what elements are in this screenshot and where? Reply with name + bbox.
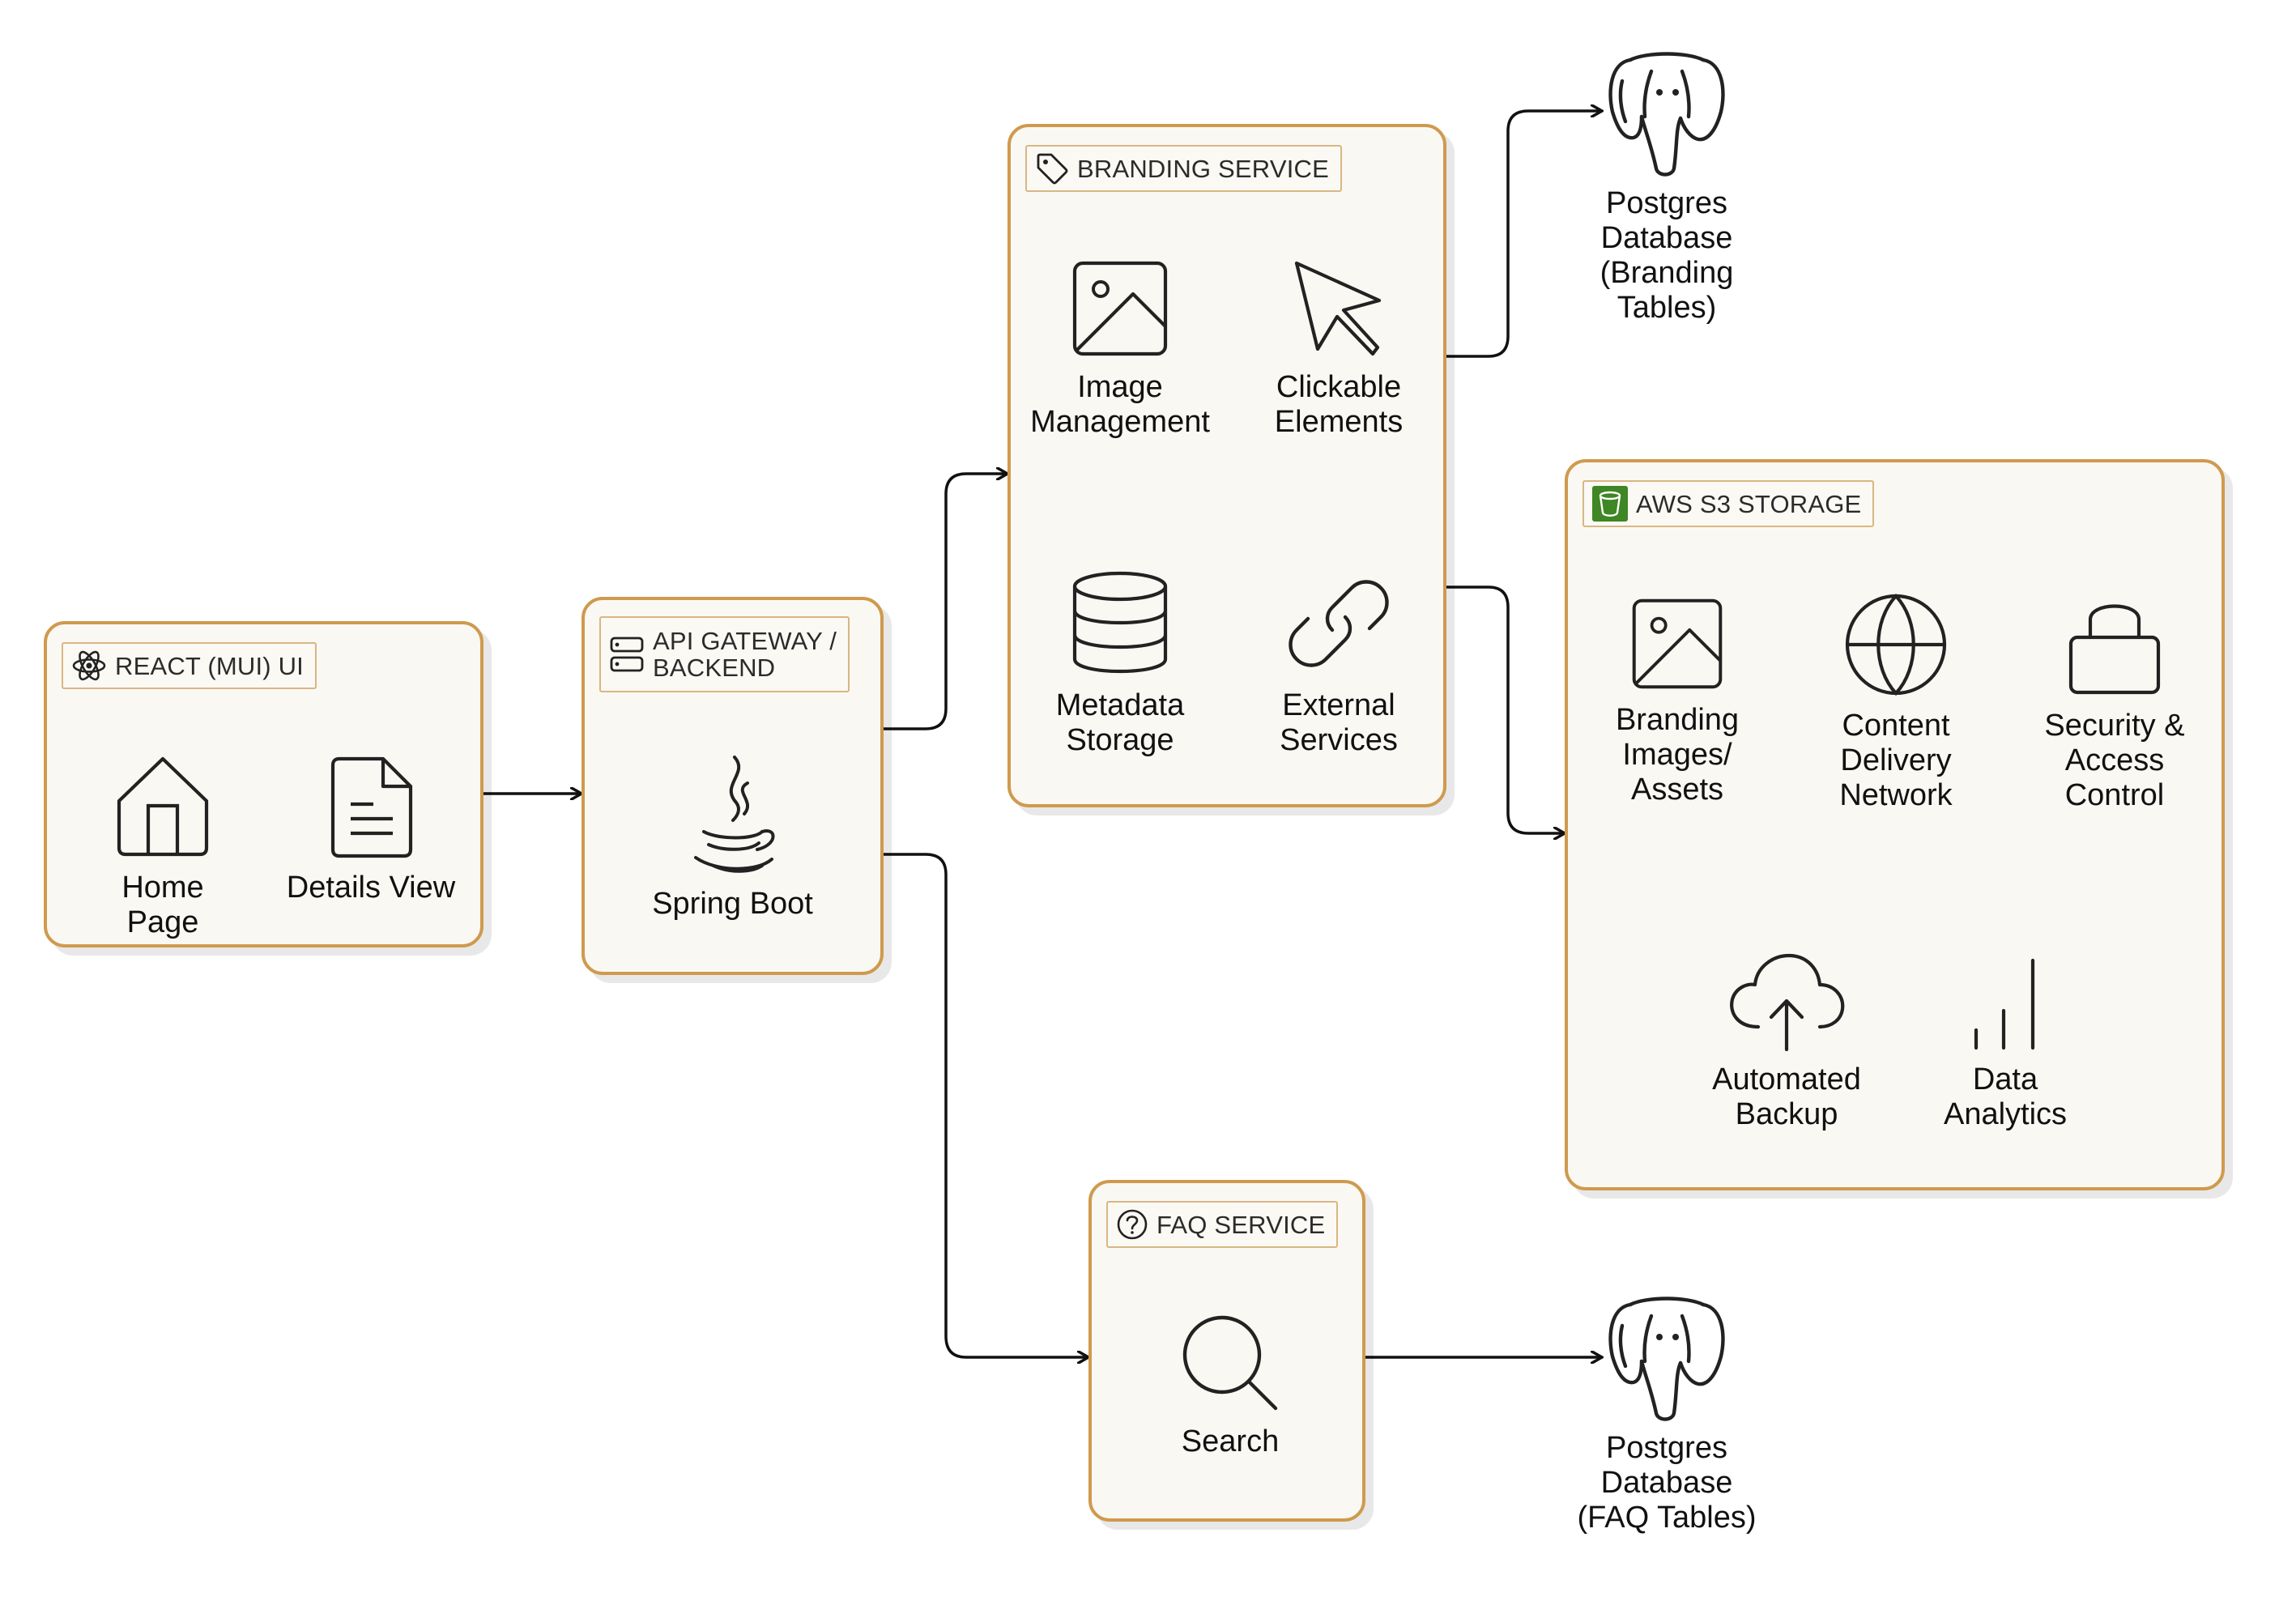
link-icon [1289, 580, 1389, 667]
branding-service-group-title: BRANDING SERVICE [1077, 154, 1329, 183]
document-icon [330, 756, 413, 858]
edge-api-to-branding [882, 474, 1007, 730]
server-icon [610, 637, 644, 672]
cdn-node: Content Delivery Network [1787, 592, 2005, 813]
branding-service-group-label: BRANDING SERVICE [1025, 145, 1342, 192]
api-gateway-group-label: API GATEWAY / BACKEND [599, 616, 850, 692]
tag-icon [1037, 153, 1068, 185]
postgres-branding-label: Postgres Database (Branding Tables) [1600, 186, 1734, 325]
image-management-label: Image Management [1030, 370, 1210, 439]
spring-boot-label: Spring Boot [652, 887, 813, 921]
home-page-node: Home Page [86, 754, 240, 940]
branding-images-node: Branding Images/ Assets [1568, 596, 1787, 807]
image-management-node: Image Management [1011, 258, 1229, 440]
s3-bucket-icon [1592, 486, 1628, 522]
home-page-label: Home Page [121, 871, 204, 939]
edge-api-to-faq [882, 853, 1088, 1357]
spring-boot-node: Spring Boot [633, 754, 832, 922]
external-services-node: External Services [1229, 570, 1448, 758]
house-icon [117, 756, 209, 857]
java-icon [693, 756, 774, 873]
cdn-label: Content Delivery Network [1839, 709, 1953, 812]
database-icon [1072, 571, 1168, 674]
react-icon [72, 650, 106, 681]
edge-branding-to-pg [1445, 111, 1602, 358]
postgres-faq-db: Postgres Database (FAQ Tables) [1545, 1293, 1788, 1535]
automated-backup-node: Automated Backup [1677, 952, 1896, 1132]
data-analytics-label: Data Analytics [1943, 1062, 2068, 1131]
branding-service-group: BRANDING SERVICE Image Management Clicka… [1007, 124, 1446, 807]
react-ui-group-title: REACT (MUI) UI [115, 651, 304, 680]
image-icon [1632, 598, 1723, 689]
search-node: Search [1121, 1313, 1340, 1459]
aws-s3-storage-group-title: AWS S3 STORAGE [1636, 489, 1862, 518]
cloud-upload-icon [1730, 953, 1845, 1051]
lock-icon [2068, 604, 2161, 695]
postgres-elephant-icon [1608, 52, 1725, 177]
details-view-node: Details View [282, 754, 460, 905]
branding-images-label: Branding Images/ Assets [1615, 703, 1740, 807]
external-services-label: External Services [1280, 688, 1398, 757]
image-icon [1072, 261, 1168, 356]
aws-s3-storage-group-label: AWS S3 STORAGE [1582, 480, 1875, 527]
react-ui-group-label: REACT (MUI) UI [62, 642, 317, 689]
question-circle-icon [1117, 1209, 1148, 1240]
security-label: Security & Access Control [2044, 709, 2185, 812]
faq-service-group-title: FAQ SERVICE [1157, 1210, 1326, 1239]
faq-service-group-label: FAQ SERVICE [1106, 1201, 1339, 1248]
globe-icon [1845, 593, 1947, 696]
api-gateway-group-title: API GATEWAY / BACKEND [653, 627, 837, 682]
edge-branding-to-s3 [1445, 585, 1565, 833]
postgres-branding-db: Postgres Database (Branding Tables) [1545, 49, 1788, 326]
search-label: Search [1181, 1424, 1280, 1458]
react-ui-group: REACT (MUI) UI Home Page Details View [44, 621, 483, 947]
postgres-elephant-icon [1608, 1297, 1725, 1421]
faq-service-group: FAQ SERVICE Search [1088, 1180, 1365, 1522]
clickable-elements-node: Clickable Elements [1229, 258, 1448, 440]
metadata-storage-node: Metadata Storage [1011, 570, 1229, 758]
cursor-icon [1294, 261, 1382, 356]
metadata-storage-label: Metadata Storage [1055, 688, 1185, 757]
automated-backup-label: Automated Backup [1712, 1062, 1861, 1131]
api-gateway-group: API GATEWAY / BACKEND Spring Boot [581, 597, 884, 975]
bar-chart-icon [1974, 958, 2035, 1050]
security-node: Security & Access Control [2005, 592, 2224, 813]
details-view-label: Details View [286, 871, 456, 905]
search-icon [1182, 1315, 1278, 1411]
postgres-faq-label: Postgres Database (FAQ Tables) [1577, 1431, 1757, 1535]
aws-s3-storage-group: AWS S3 STORAGE Branding Images/ Assets C… [1565, 459, 2225, 1190]
clickable-elements-label: Clickable Elements [1274, 370, 1404, 439]
data-analytics-node: Data Analytics [1896, 952, 2115, 1132]
